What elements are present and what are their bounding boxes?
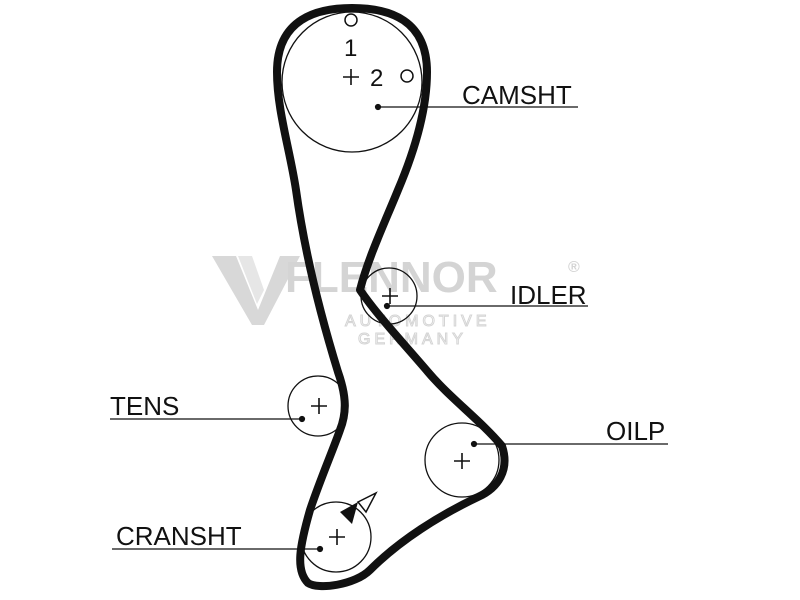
watermark-line-germany: GERMANY	[358, 331, 467, 348]
timing-mark-1: 1	[344, 35, 357, 62]
oil-pump-center-cross	[454, 453, 470, 469]
watermark-brand: FLENNOR	[285, 253, 498, 302]
oil-pump-pulley	[424, 422, 500, 498]
watermark: FLENNOR ® AUTOMOTIVE GERMANY	[212, 253, 580, 349]
crankshaft-leader-dot	[316, 545, 324, 553]
camshaft-pulley	[281, 11, 423, 153]
camshaft-leader-dot	[374, 103, 382, 111]
crankshaft-center-cross	[329, 529, 345, 545]
crankshaft-label: CRANSHT	[116, 521, 242, 551]
oil-pump-label: OILP	[606, 416, 665, 446]
oil-pump-leader-dot	[470, 440, 478, 448]
mark-circle-right	[400, 69, 414, 83]
idler-label: IDLER	[510, 280, 587, 310]
tensioner-leader-dot	[298, 415, 306, 423]
idler-center-cross	[382, 288, 398, 304]
tensioner-center-cross	[311, 398, 327, 414]
crankshaft-timing-pointer	[340, 491, 378, 524]
camshaft-center-cross	[343, 69, 359, 85]
watermark-registered-mark: ®	[568, 259, 580, 276]
tensioner-label: TENS	[110, 391, 179, 421]
timing-mark-2: 2	[370, 65, 383, 92]
mark-circle-top	[344, 13, 358, 27]
watermark-line-automotive: AUTOMOTIVE	[345, 313, 491, 330]
camshaft-timing-marks: 1 2	[344, 13, 414, 92]
camshaft-label: CAMSHT	[462, 80, 572, 110]
watermark-logo-mark	[212, 256, 300, 325]
idler-leader-dot	[383, 302, 391, 310]
watermark-logo-mark-inner	[238, 256, 264, 304]
timing-belt	[273, 4, 509, 591]
